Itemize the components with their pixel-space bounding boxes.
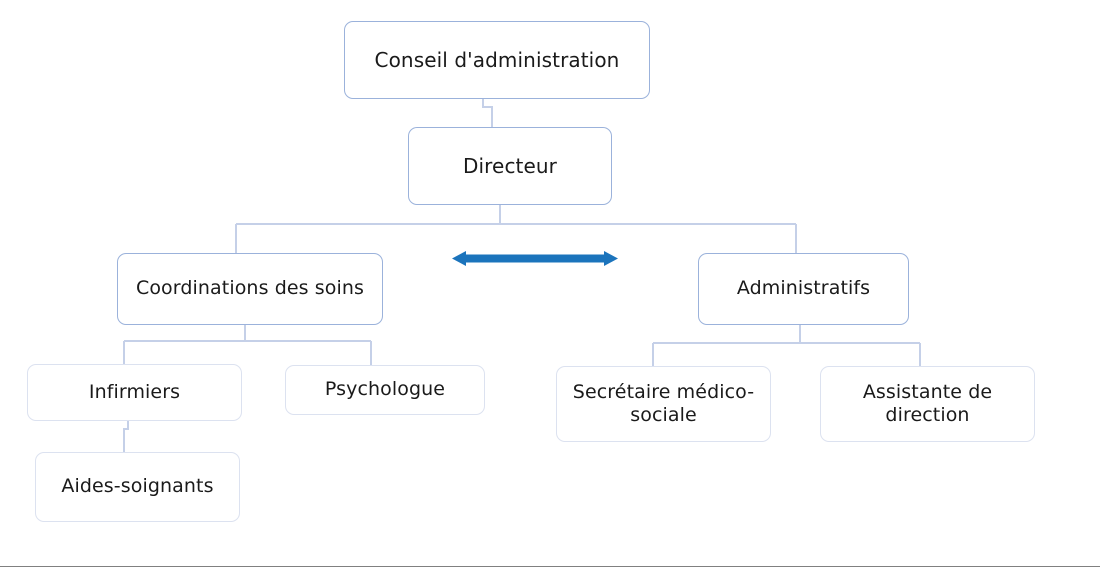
- node-label: Aides-soignants: [61, 475, 214, 498]
- edge-infirmiers-aides: [123, 421, 129, 452]
- node-label: Administratifs: [736, 277, 871, 300]
- node-label: Conseil d'administration: [374, 47, 620, 72]
- node-label: Assistante de direction: [862, 380, 993, 426]
- node-label: Directeur: [463, 153, 557, 178]
- node-label: Secrétaire médico-sociale: [572, 380, 755, 426]
- node-conseil-administration[interactable]: Conseil d'administration: [344, 21, 650, 99]
- node-label: Coordinations des soins: [135, 277, 365, 300]
- node-administratifs[interactable]: Administratifs: [698, 253, 909, 325]
- node-directeur[interactable]: Directeur: [408, 127, 612, 205]
- node-psychologue[interactable]: Psychologue: [285, 365, 485, 415]
- node-secretaire-medico-sociale[interactable]: Secrétaire médico-sociale: [556, 366, 771, 442]
- bidirectional-arrow-icon: [452, 251, 618, 266]
- node-infirmiers[interactable]: Infirmiers: [27, 364, 242, 421]
- node-assistante-de-direction[interactable]: Assistante de direction: [820, 366, 1035, 442]
- node-label: Infirmiers: [88, 380, 181, 403]
- bottom-divider: [0, 566, 1100, 567]
- node-coordinations-des-soins[interactable]: Coordinations des soins: [117, 253, 383, 325]
- node-label: Psychologue: [324, 378, 446, 401]
- node-aides-soignants[interactable]: Aides-soignants: [35, 452, 240, 522]
- edge-conseil-directeur: [482, 99, 493, 127]
